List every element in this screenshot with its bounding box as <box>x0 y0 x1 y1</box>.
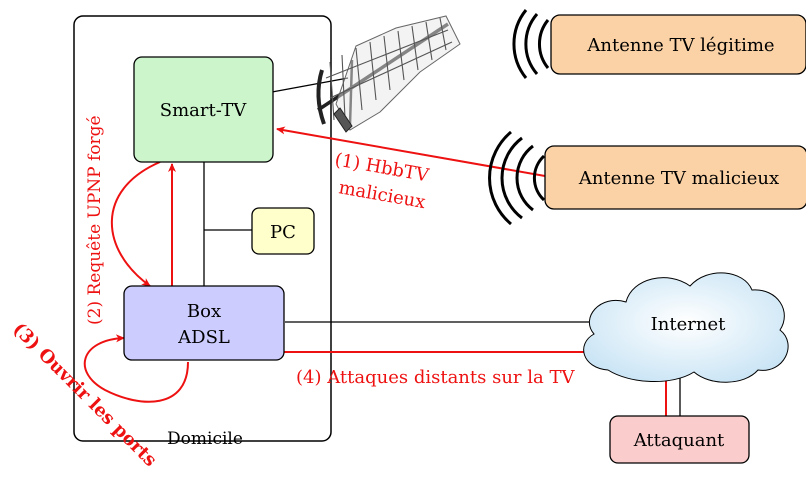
tv-antenna-link <box>271 77 349 93</box>
malicious-signal-icon <box>488 130 546 226</box>
pc-label: PC <box>270 222 296 243</box>
antenne-legitime-node <box>550 14 806 75</box>
internet-cloud-icon <box>583 272 789 383</box>
remote-attack-path <box>168 163 667 416</box>
attaquant-node <box>609 415 750 464</box>
smart-tv-label: Smart-TV <box>160 100 247 121</box>
domicile-label: Domicile <box>167 429 243 449</box>
attack-paths <box>83 126 667 416</box>
antenne-legitime-label: Antenne TV légitime <box>586 35 774 56</box>
domicile-box <box>73 15 332 442</box>
box-adsl-label-line1: Box <box>187 301 221 322</box>
pc-node <box>251 207 315 255</box>
smart-tv-node <box>133 56 274 163</box>
upnp-arrow <box>110 161 161 287</box>
attaquant-label: Attaquant <box>633 430 725 451</box>
antenne-malicieux-node <box>544 145 806 210</box>
step2-label: (2) Requête UPNP forgé <box>85 115 105 325</box>
box-adsl-label-line2: ADSL <box>177 327 230 348</box>
step4-label: (4) Attaques distants sur la TV <box>296 367 575 388</box>
hbbtv-arrow <box>276 126 546 177</box>
antenne-malicieux-label: Antenne TV malicieux <box>578 168 779 189</box>
legit-signal-icon <box>512 9 550 79</box>
box-adsl-node <box>123 285 285 361</box>
open-ports-arrow <box>83 334 189 403</box>
tv-antenna-icon <box>316 15 461 133</box>
internet-label: Internet <box>651 314 726 335</box>
